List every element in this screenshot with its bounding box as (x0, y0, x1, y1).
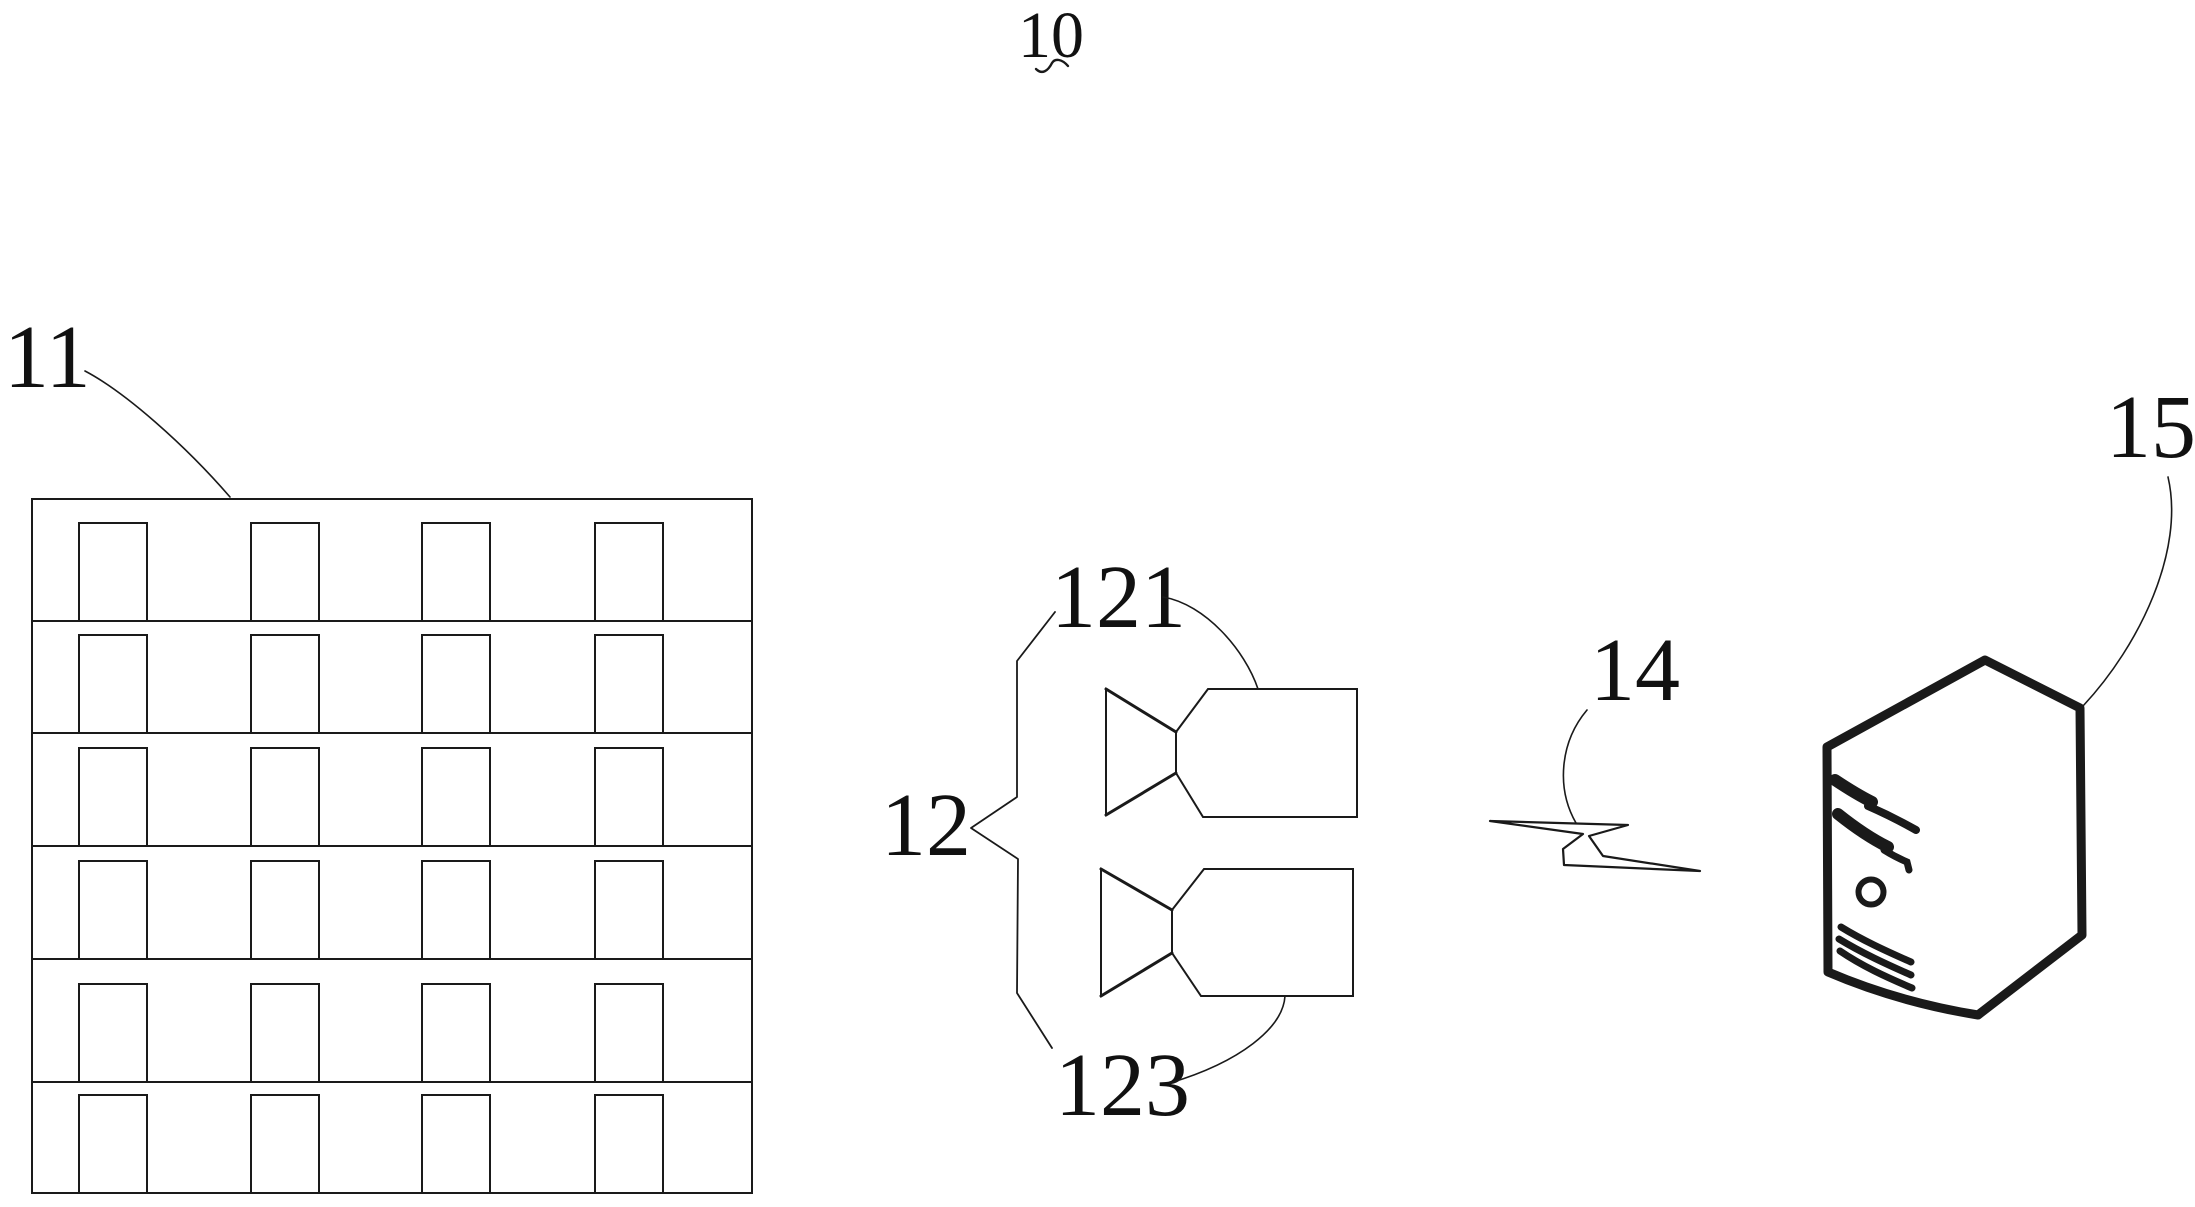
camera-bottom-outline (1100, 867, 1354, 998)
camera-group-brace (970, 611, 1056, 1049)
camera-top-cone-edges (1104, 687, 1178, 817)
camera-top-icon (1104, 687, 1358, 818)
camera-bottom-label: 123 (1055, 1036, 1190, 1135)
server-outline (1822, 655, 2087, 1020)
window-cell (78, 860, 148, 960)
window-cell (594, 634, 664, 734)
camera-bottom-icon (1099, 867, 1354, 998)
building-floor-lines (32, 620, 752, 1083)
server-swoosh-top-tail (1864, 802, 1920, 834)
wireless-link-label: 14 (1590, 621, 1680, 720)
figure-number-tilde (1034, 58, 1070, 74)
server-leader-line (2082, 476, 2173, 707)
window-cell (594, 747, 664, 847)
server-swoosh-top (1829, 774, 1878, 808)
window-cell (250, 522, 320, 622)
camera-bottom-leader-line (1169, 995, 1286, 1084)
window-cell (421, 747, 491, 847)
lightning-bolt-icon (1488, 819, 1702, 873)
wireless-link-leader-line (1562, 709, 1588, 824)
camera-bottom-cone-edges (1099, 867, 1174, 998)
building-label: 11 (4, 308, 91, 407)
window-cell (78, 983, 148, 1083)
building-leader-line (84, 370, 231, 498)
window-cell (594, 1094, 664, 1194)
building-windows (78, 522, 664, 1194)
window-cell (594, 983, 664, 1083)
server-power-button-icon (1855, 876, 1887, 908)
camera-top-leader-line (1162, 596, 1259, 690)
figure-number-label: 10 (1018, 0, 1084, 72)
window-cell (78, 522, 148, 622)
window-cell (421, 634, 491, 734)
window-cell (421, 983, 491, 1083)
window-cell (421, 522, 491, 622)
figure-title-group: 10 (1018, 0, 1084, 74)
wireless-link-14: 14 (1488, 621, 1702, 873)
building-11: 11 (4, 308, 753, 1194)
window-cell (594, 860, 664, 960)
server-tower-icon (1822, 655, 2087, 1020)
vent-line (1835, 935, 1915, 979)
server-15: 15 (1822, 378, 2195, 1020)
window-cell (421, 860, 491, 960)
server-vent-lines (1835, 923, 1916, 992)
camera-group-label: 12 (881, 776, 971, 875)
vent-line (1837, 923, 1915, 966)
window-cell (250, 983, 320, 1083)
window-cell (250, 747, 320, 847)
window-cell (78, 1094, 148, 1194)
window-cell (250, 634, 320, 734)
window-cell (250, 1094, 320, 1194)
server-label: 15 (2106, 378, 2195, 477)
vent-line (1836, 947, 1916, 992)
window-cell (78, 634, 148, 734)
camera-top-outline (1105, 687, 1358, 818)
server-swoosh-bottom-hook (1880, 846, 1913, 874)
camera-group-12: 12 121 123 (881, 548, 1358, 1135)
window-cell (78, 747, 148, 847)
window-cell (250, 860, 320, 960)
server-swoosh-bottom (1832, 808, 1894, 853)
window-cell (421, 1094, 491, 1194)
window-cell (594, 522, 664, 622)
